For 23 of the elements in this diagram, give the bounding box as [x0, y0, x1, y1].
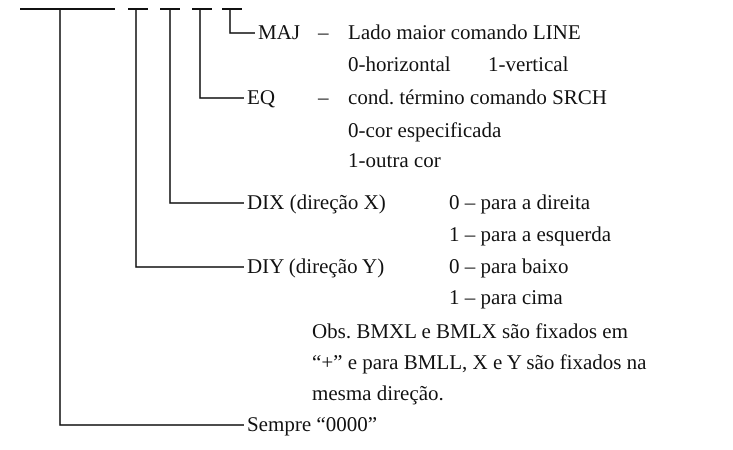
leader-line [135, 10, 244, 268]
field-description: cond. término comando SRCH [348, 85, 607, 109]
value-description: 0-cor especificada [348, 118, 502, 142]
field-description: Lado maior comando LINE [348, 20, 581, 44]
field-name: Sempre “0000” [247, 412, 378, 436]
field-name: MAJ [258, 20, 300, 44]
dash: – [318, 85, 328, 109]
leader-line [199, 10, 244, 99]
field-name: DIY (direção Y) [247, 254, 384, 278]
value-description: 1-vertical [488, 52, 568, 76]
value-description: 1-outra cor [348, 148, 441, 172]
note-text: Obs. BMXL e BMLX são fixados em “+” e para BMLL, X e Y são fixados na mesma direção. [312, 318, 648, 407]
dash: – [318, 20, 328, 44]
field-name: DIX (direção X) [247, 190, 386, 214]
value-description: 1 – para cima [449, 285, 563, 309]
value-description: 0 – para a direita [449, 190, 590, 214]
field-name: EQ [247, 85, 275, 109]
leader-line [169, 10, 244, 204]
leader-line [59, 10, 244, 426]
value-description: 0 – para baixo [449, 254, 569, 278]
value-description: 0-horizontal [348, 52, 451, 76]
value-description: 1 – para a esquerda [449, 222, 612, 246]
leader-line [229, 10, 255, 34]
